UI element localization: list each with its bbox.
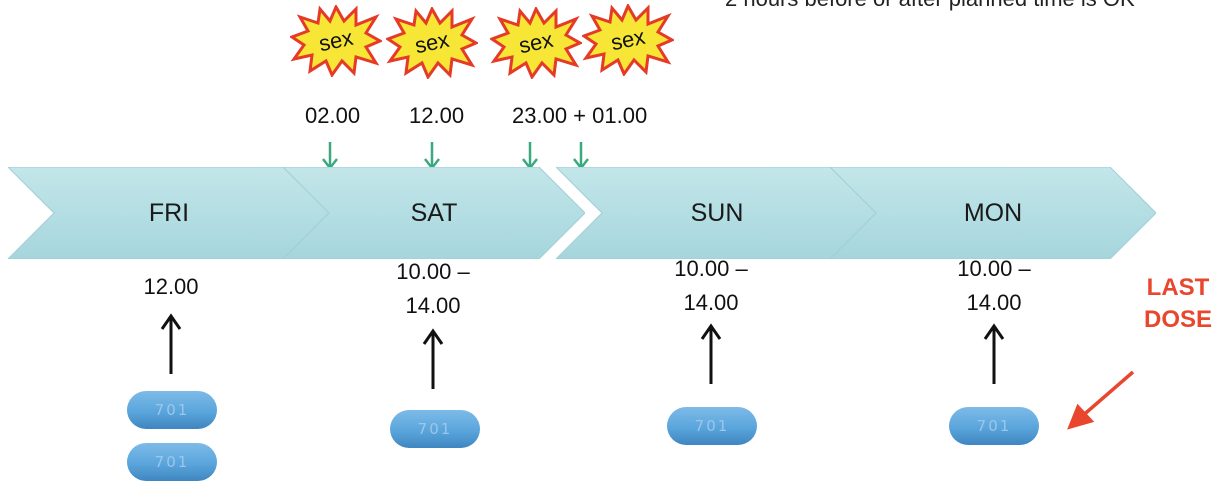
dose-time-line: 14.00: [405, 293, 461, 318]
day-label: FRI: [148, 198, 190, 227]
dose-time-line: 14.00: [683, 290, 739, 315]
sex-burst: sex: [386, 7, 478, 79]
day-label: SAT: [410, 198, 458, 227]
arrow-up-icon: [700, 323, 722, 384]
sex-time-2: 12.00: [409, 103, 465, 128]
dose-time-line: 10.00 –: [396, 259, 470, 284]
pill-imprint: 701: [417, 420, 453, 438]
dose-arrows: [160, 313, 1005, 389]
tablet-pill-icon: [949, 407, 1039, 445]
arrow-up-icon: [422, 328, 444, 389]
dose-time-line: 10.00 –: [674, 256, 748, 281]
pill-fri-1: 701: [126, 390, 218, 430]
dose-time-mon: 10.00 – 14.00: [934, 256, 1054, 316]
explosion-burst-icon: [386, 7, 478, 79]
last-dose-label: LAST DOSE: [1128, 272, 1228, 336]
day-label: SUN: [690, 198, 744, 227]
day-chevron-mon: MON: [830, 167, 1156, 259]
sex-time-3: 23.00 + 01.00: [512, 103, 648, 128]
sex-time-arrows: [322, 142, 589, 171]
sex-burst: sex: [290, 5, 382, 77]
dose-time-text: 12.00: [143, 274, 199, 299]
explosion-burst-icon: [290, 5, 382, 77]
arrow-up-icon: [983, 323, 1005, 384]
day-chevron-sun: SUN: [556, 167, 878, 259]
arrow-down-icon: [522, 142, 538, 171]
dose-time-line: 10.00 –: [957, 256, 1031, 281]
last-dose-line: DOSE: [1143, 306, 1212, 333]
dose-time-line: 14.00: [966, 290, 1022, 315]
pill-sun: 701: [666, 406, 758, 446]
pill-imprint: 701: [154, 453, 190, 471]
pill-mon: 701: [948, 406, 1040, 446]
day-chevron-fri: FRI: [8, 167, 330, 259]
arrow-up-icon: [160, 313, 182, 374]
day-chevron-sat: SAT: [283, 167, 585, 259]
sex-burst: sex: [582, 4, 674, 76]
pill-fri-2: 701: [126, 442, 218, 482]
tablet-pill-icon: [127, 443, 217, 481]
timing-note: 2 hours before or after planned time is …: [725, 0, 1135, 12]
pill-imprint: 701: [694, 417, 730, 435]
sex-time-1: 02.00: [305, 103, 361, 128]
arrow-down-icon: [424, 142, 440, 171]
last-dose-line: LAST: [1146, 274, 1210, 301]
pill-imprint: 701: [976, 417, 1012, 435]
last-dose-arrow: [1067, 370, 1135, 430]
tablet-pill-icon: [127, 391, 217, 429]
dose-time-fri: 12.00: [111, 274, 231, 300]
dose-time-sat: 10.00 – 14.00: [373, 259, 493, 319]
explosion-burst-icon: [490, 7, 582, 79]
explosion-burst-icon: [582, 4, 674, 76]
arrow-down-icon: [322, 142, 338, 171]
tablet-pill-icon: [390, 410, 480, 448]
pill-sat: 701: [389, 409, 481, 449]
pill-imprint: 701: [154, 401, 190, 419]
dose-time-sun: 10.00 – 14.00: [651, 256, 771, 316]
sex-burst: sex: [490, 7, 582, 79]
arrow-down-icon: [573, 142, 589, 171]
day-label: MON: [963, 198, 1023, 227]
tablet-pill-icon: [667, 407, 757, 445]
